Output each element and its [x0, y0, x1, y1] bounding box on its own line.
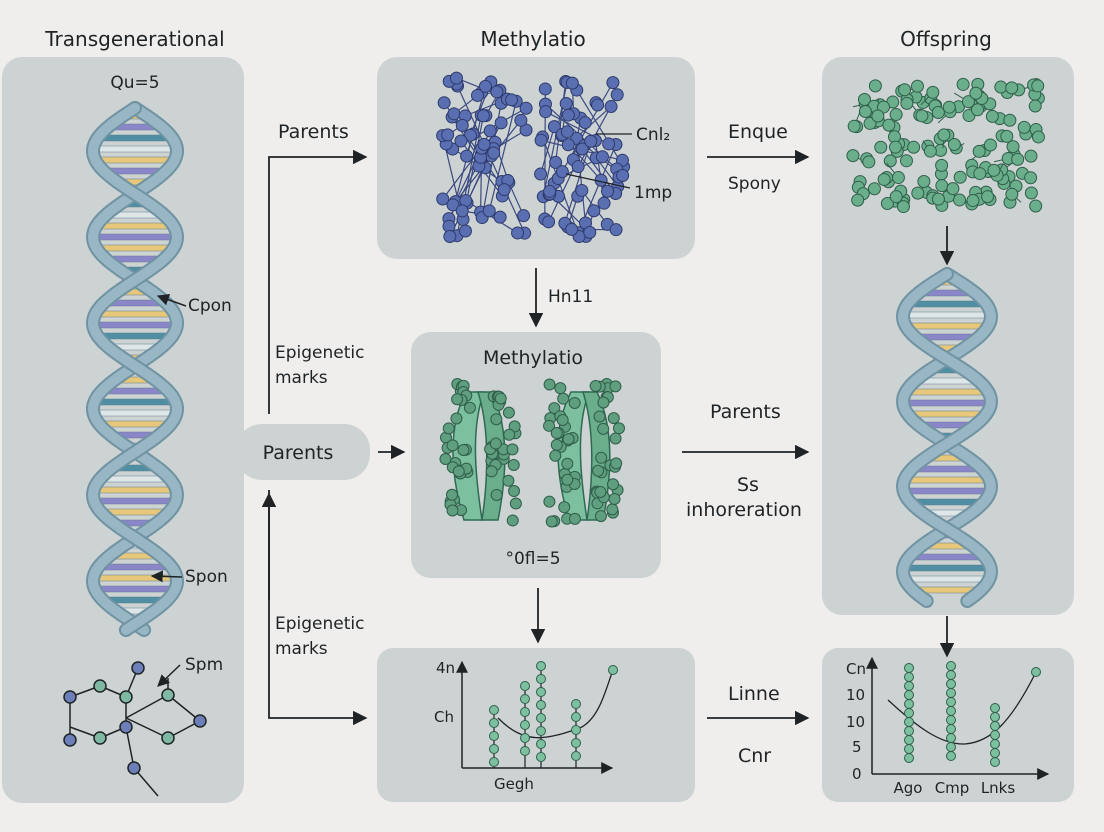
callout-pointer-2 [150, 570, 183, 583]
center-bottom-y-label: Ch [434, 708, 454, 726]
callout-pointer-1 [156, 293, 187, 307]
center-top-label-1: Cnl₂ [636, 125, 670, 145]
center-mid-title: Methylatio [483, 347, 583, 369]
branch-connector [261, 149, 406, 726]
dna-helix-icon [85, 101, 185, 637]
rb-x-tick-1: Cmp [935, 779, 970, 797]
center-mid-bottom-label: °0fl=5 [505, 549, 560, 569]
methylated-dna-cluster-icon [436, 71, 631, 243]
rb-y-tick-3: 5 [852, 738, 862, 756]
pointer-1mp [565, 173, 631, 189]
center-title: Methylatio [480, 27, 585, 51]
offspring-dna-helix-icon [895, 267, 999, 608]
callout-cpon: Cpon [188, 296, 232, 316]
ss-label: Ss [737, 474, 759, 496]
parents-box-label: Parents [263, 442, 334, 464]
center-bottom-y-tick: 4n [436, 659, 455, 677]
rb-y-tick-4: 0 [852, 765, 862, 783]
marks-label-1: marks [275, 368, 328, 388]
parents-right-label: Parents [710, 401, 781, 423]
inhoreration-label: inhoreration [686, 499, 802, 521]
center-bottom-panel [377, 648, 695, 802]
callout-spon: Spon [185, 567, 228, 587]
right-title: Offspring [900, 27, 992, 51]
parents-tab [236, 424, 370, 480]
marks-label-2: marks [275, 639, 328, 659]
rb-x-tick-0: Ago [894, 779, 923, 797]
right-bottom-chart [866, 656, 1050, 780]
enque-label: Enque [728, 121, 788, 143]
left-top-label: Qu=5 [110, 73, 159, 93]
center-top-panel [377, 57, 695, 259]
epigenetic-label-1: Epigenetic [275, 343, 364, 363]
center-bottom-chart [456, 660, 618, 774]
parents-top-label: Parents [278, 121, 349, 143]
cnr-label: Cnr [738, 745, 771, 767]
left-panel [2, 57, 244, 803]
center-top-label-2: 1mp [634, 183, 672, 203]
rb-y-tick-0: Cn [846, 660, 866, 678]
callout-spm: Spm [185, 655, 223, 675]
linne-label: Linne [728, 683, 780, 705]
molecule-network-icon [63, 661, 207, 797]
rb-x-tick-2: Lnks [981, 779, 1016, 797]
left-title: Transgenerational [44, 27, 224, 51]
hn-label: Hn11 [548, 287, 593, 307]
rb-y-tick-2: 10 [846, 713, 865, 731]
center-bottom-x-label: Gegh [494, 775, 534, 793]
epigenetic-label-2: Epigenetic [275, 614, 364, 634]
callout-pointer-3 [157, 664, 181, 687]
rb-y-tick-1: 10 [846, 686, 865, 704]
spony-label: Spony [728, 174, 781, 194]
chromatin-icon [439, 378, 625, 528]
offspring-molecule-cluster-icon [846, 77, 1045, 214]
